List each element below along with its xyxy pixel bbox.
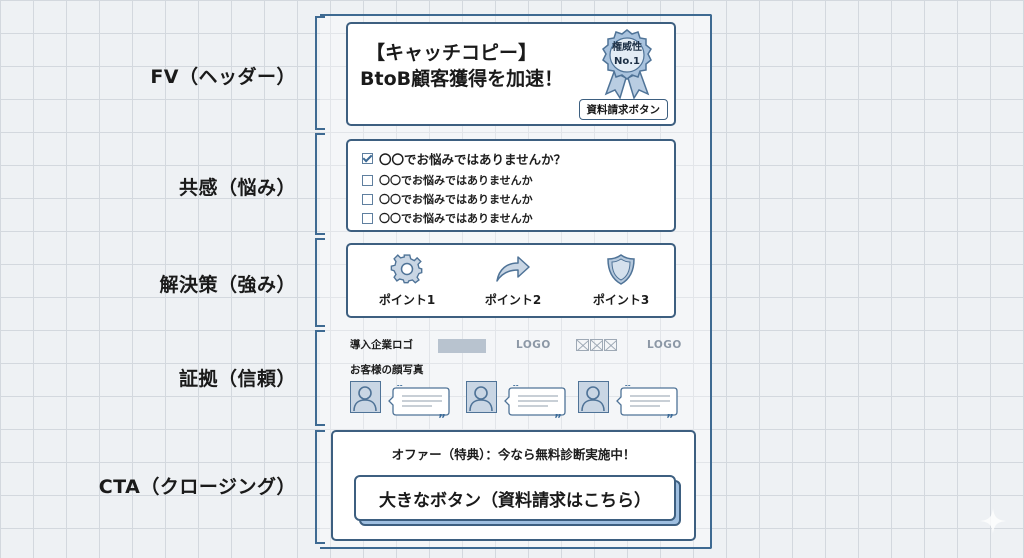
badge-text: 権威性 No.1: [596, 41, 658, 69]
checkbox-icon[interactable]: [362, 174, 373, 186]
shield-icon: [607, 254, 635, 285]
badge-line1: 権威性: [612, 42, 642, 53]
checkbox-icon[interactable]: [362, 193, 373, 205]
empathy-item-text: 〇〇でお悩みではありませんか: [379, 212, 533, 225]
image-placeholder-icon: [604, 339, 617, 351]
empathy-item: 〇〇でお悩みではありませんか: [362, 210, 533, 226]
gear-icon: [390, 254, 423, 284]
bracket-empathy: [315, 133, 325, 235]
svg-text:“: “: [624, 385, 632, 394]
cta-section: オファー（特典）：今なら無料診断実施中！ 大きなボタン（資料請求はこちら）: [331, 430, 696, 541]
empathy-item: 〇〇でお悩みではありませんか: [362, 172, 533, 188]
image-placeholder-icon: [590, 339, 603, 351]
point-2: ポイント2: [468, 253, 558, 308]
empathy-item-text: 〇〇でお悩みではありませんか: [379, 193, 533, 206]
avatar: [578, 381, 609, 413]
empathy-item: 〇〇でお悩みではありませんか: [362, 191, 533, 207]
logo-text: LOGO: [647, 339, 682, 351]
label-solution: 解決策（強み）: [159, 274, 296, 296]
point-3: ポイント3: [576, 253, 666, 308]
testimonial: “ ”: [350, 381, 450, 423]
quote-bubble-icon: “ ”: [504, 385, 566, 423]
avatar: [466, 381, 497, 413]
logo-text: LOGO: [516, 339, 551, 351]
user-icon: [581, 386, 605, 412]
offer-text: オファー（特典）：今なら無料診断実施中！: [391, 447, 636, 462]
bracket-fv: [315, 16, 325, 130]
point-label: ポイント2: [484, 293, 542, 307]
user-icon: [469, 386, 493, 412]
image-placeholder-icon: [576, 339, 589, 351]
evidence-section: 導入企業ロゴ LOGO LOGO お客様の顔写真 “ ”: [346, 332, 681, 423]
badge-line2: No.1: [614, 56, 640, 67]
logos-title: 導入企業ロゴ: [350, 339, 413, 351]
bracket-cta: [315, 430, 325, 544]
page-frame-top: [331, 14, 711, 16]
svg-text:“: “: [396, 385, 404, 394]
cta-big-button[interactable]: 大きなボタン（資料請求はこちら）: [354, 475, 676, 521]
catch-copy: 【キャッチコピー】 BtoB顧客獲得を加速！: [360, 40, 563, 92]
testimonial: “ ”: [578, 381, 678, 423]
label-empathy: 共感（悩み）: [178, 177, 296, 199]
point-1: ポイント1: [362, 253, 452, 308]
empathy-item-text: 〇〇でお悩みではありませんか: [379, 174, 533, 187]
logo-placeholder: [438, 339, 486, 353]
quote-bubble-icon: “ ”: [616, 385, 678, 423]
empathy-section: 〇〇でお悩みではありませんか？ 〇〇でお悩みではありませんか 〇〇でお悩みではあ…: [346, 139, 676, 232]
svg-text:”: ”: [554, 412, 562, 423]
checkbox-checked-icon[interactable]: [362, 153, 373, 164]
arrow-share-icon: [496, 256, 530, 282]
avatar: [350, 381, 381, 413]
bracket-solution: [315, 238, 325, 327]
sparkle-icon: [980, 508, 1006, 534]
testimonial: “ ”: [466, 381, 566, 423]
bracket-evidence: [315, 330, 325, 426]
empathy-heading-text: 〇〇でお悩みではありませんか？: [379, 152, 567, 167]
logo-image-placeholders: [576, 339, 618, 351]
request-docs-button[interactable]: 資料請求ボタン: [578, 99, 668, 120]
svg-text:“: “: [512, 385, 520, 394]
logo-row: 導入企業ロゴ LOGO LOGO: [350, 337, 682, 353]
award-ribbon-icon: 権威性 No.1: [596, 28, 662, 100]
checkbox-icon[interactable]: [362, 212, 373, 224]
fv-section: 【キャッチコピー】 BtoB顧客獲得を加速！ 権威性 No.1 資料請求ボタン: [346, 22, 676, 126]
user-icon: [353, 386, 377, 412]
svg-text:”: ”: [438, 412, 446, 423]
faces-title: お客様の顔写真: [350, 364, 424, 376]
label-fv: FV（ヘッダー）: [150, 66, 296, 88]
point-label: ポイント1: [378, 293, 436, 307]
catch-line1: 【キャッチコピー】: [366, 42, 538, 64]
empathy-heading: 〇〇でお悩みではありませんか？: [362, 149, 566, 168]
catch-line2: BtoB顧客獲得を加速！: [360, 68, 564, 90]
point-label: ポイント3: [592, 293, 650, 307]
solution-section: ポイント1 ポイント2 ポイント3: [346, 243, 676, 318]
label-evidence: 証拠（信頼）: [178, 368, 296, 390]
label-cta: CTA（クロージング）: [98, 476, 296, 498]
svg-text:”: ”: [666, 412, 674, 423]
quote-bubble-icon: “ ”: [388, 385, 450, 423]
